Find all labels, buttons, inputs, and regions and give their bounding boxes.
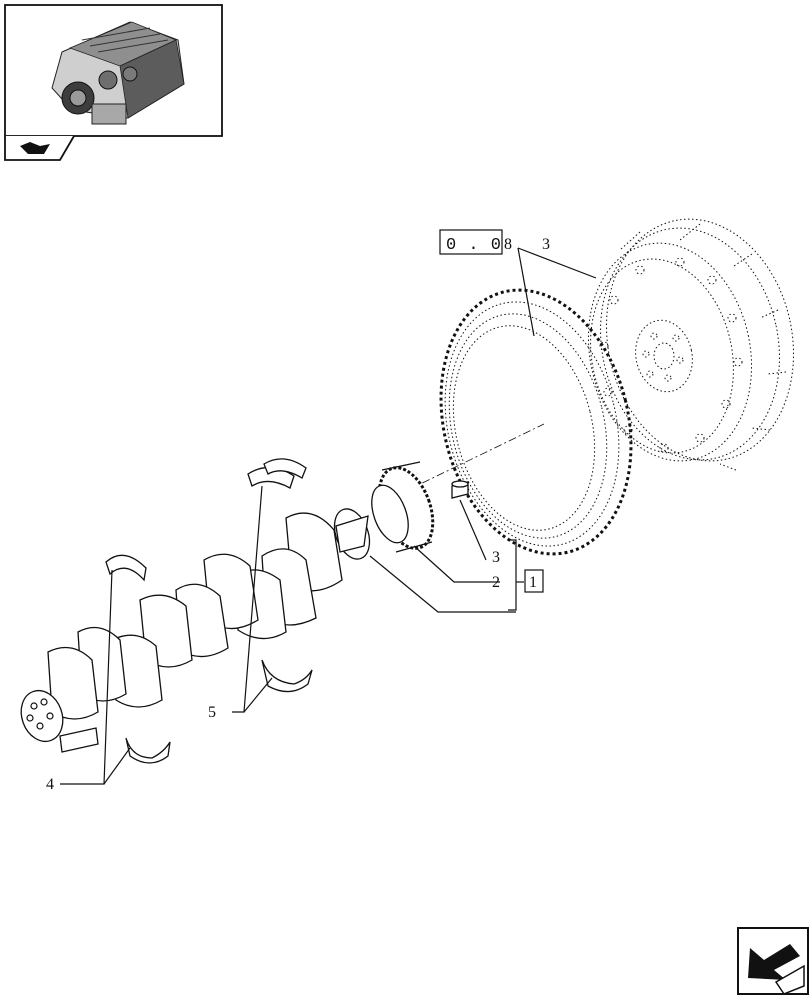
callout-3: 3	[492, 549, 500, 566]
engine-thumbnail	[51, 21, 185, 125]
bearing-shell-upper-5a	[247, 466, 295, 489]
callout-2: 2	[492, 574, 500, 591]
flywheel	[587, 218, 794, 471]
next-page-arrow-icon[interactable]	[737, 927, 809, 995]
callout-1-box[interactable]: 1	[524, 569, 544, 593]
ring-gear	[439, 288, 633, 556]
callout-5: 5	[208, 704, 216, 721]
reference-suffix: 8	[504, 236, 512, 253]
reference-box[interactable]: 0 . 0 8 3	[439, 229, 550, 255]
callout-1: 1	[529, 574, 537, 591]
bearing-shell-lower-4	[125, 737, 171, 764]
leader-lines	[60, 247, 597, 785]
callout-4: 4	[46, 776, 54, 793]
bearing-shell-upper-4	[105, 554, 147, 582]
center-axis-line	[407, 423, 545, 491]
reference-item: 3	[542, 236, 550, 253]
engine-thumbnail-panel[interactable]	[4, 4, 223, 161]
crankshaft	[20, 508, 371, 753]
dowel-pin	[451, 480, 469, 499]
crankshaft-gear	[371, 461, 435, 553]
bearing-shell-lower-5	[261, 659, 313, 693]
book-arrow-icon[interactable]	[4, 135, 75, 161]
reference-code: 0 . 0	[446, 236, 502, 255]
bearing-shell-upper-5b	[263, 458, 307, 479]
